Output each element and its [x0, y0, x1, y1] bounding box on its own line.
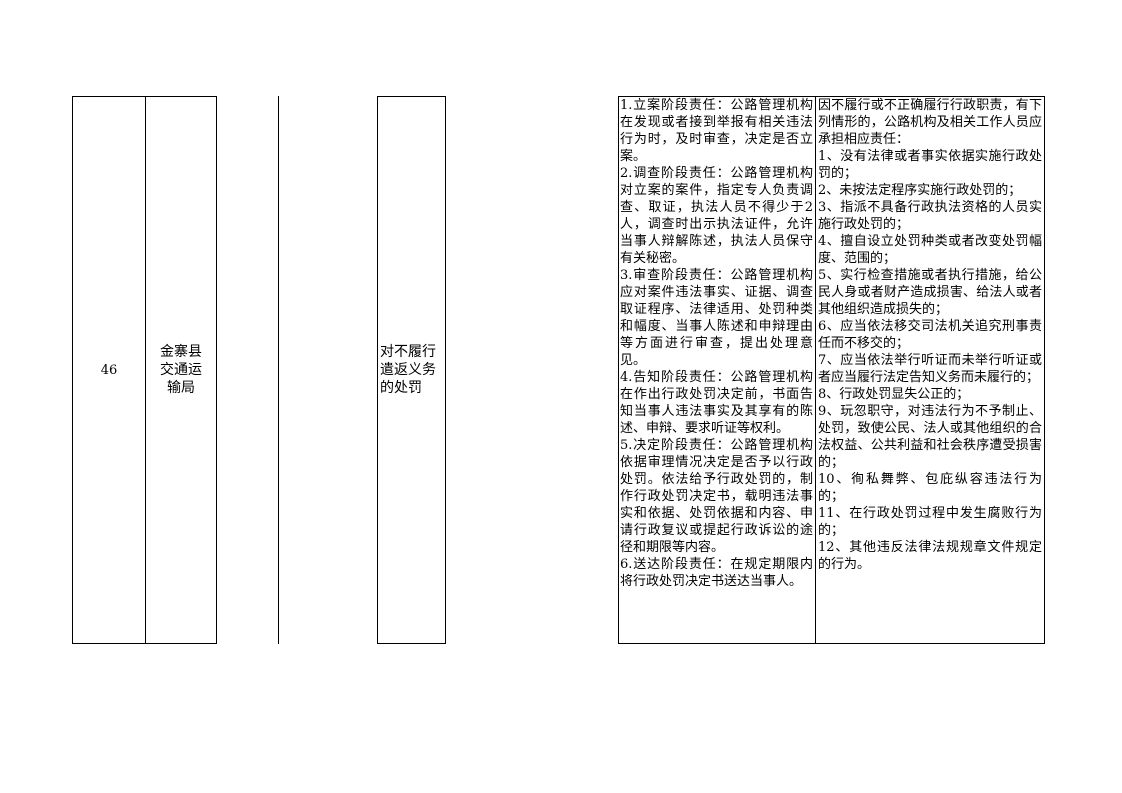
border-right-right [1044, 96, 1045, 644]
accountability-item-8: 8、行政处罚显失公正的； [818, 387, 970, 402]
responsibility-cell: 1.立案阶段责任：公路管理机构在发现或者接到举报有相关违法行为时，及时审查，决定… [620, 97, 813, 643]
responsibility-2: 2.调查阶段责任：公路管理机构对立案的案件，指定专人负责调查、取证，执法人员不得… [620, 166, 813, 266]
responsibility-1: 1.立案阶段责任：公路管理机构在发现或者接到举报有相关违法行为时，及时审查，决定… [620, 98, 813, 164]
border-right-left [618, 96, 619, 644]
accountability-cell: 因不履行或不正确履行行政职责，有下列情形的，公路机构及相关工作人员应承担相应责任… [818, 97, 1042, 643]
border-item-bottom [377, 643, 446, 644]
border-col1 [145, 96, 146, 644]
border-top [72, 96, 145, 97]
responsibility-5: 5.决定阶段责任：公路管理机构依据审理情况决定是否予以行政处罚。依法给予行政处罚… [620, 438, 813, 555]
border-col2 [216, 96, 217, 644]
border-item-right [445, 96, 446, 644]
border-col3 [278, 96, 279, 644]
accountability-item-5: 5、实行检查措施或者执行措施，给公民人身或者财产造成损害、给法人或者其他组织造成… [818, 268, 1042, 317]
accountability-item-1: 1、没有法律或者事实依据实施行政处罚的； [818, 149, 1042, 181]
border-left [72, 96, 73, 644]
accountability-item-11: 11、在行政处罚过程中发生腐败行为的； [818, 506, 1042, 538]
border-item-left [377, 96, 378, 644]
border-top-dept [145, 96, 217, 97]
accountability-item-10: 10、徇私舞弊、包庇纵容违法行为的； [818, 472, 1042, 504]
border-right-top [618, 96, 1045, 97]
accountability-intro: 因不履行或不正确履行行政职责，有下列情形的，公路机构及相关工作人员应承担相应责任… [818, 98, 1042, 147]
border-bottom [72, 643, 217, 644]
accountability-item-4: 4、擅自设立处罚种类或者改变处罚幅度、范围的； [818, 234, 1042, 266]
item-name: 对不履行遣返义务的处罚 [380, 344, 436, 396]
department-name: 金寨县交通运输局 [160, 344, 202, 396]
border-right-bottom [618, 643, 1045, 644]
border-right-mid [815, 96, 816, 644]
accountability-item-2: 2、未按法定程序实施行政处罚的； [818, 183, 1022, 198]
accountability-item-12: 12、其他违反法律法规规章文件规定的行为。 [818, 540, 1042, 572]
accountability-item-9: 9、玩忽职守，对违法行为不予制止、处罚，致使公民、法人或其他组织的合法权益、公共… [818, 404, 1042, 470]
responsibility-3: 3.审查阶段责任：公路管理机构应对案件违法事实、证据、调查取证程序、法律适用、处… [620, 268, 813, 368]
accountability-item-6: 6、应当依法移交司法机关追究刑事责任而不移交的； [818, 319, 1042, 351]
accountability-item-3: 3、指派不具备行政执法资格的人员实施行政处罚的； [818, 200, 1042, 232]
accountability-item-7: 7、应当依法举行听证而未举行听证或者应当履行法定告知义务而未履行的； [818, 353, 1042, 385]
row-number: 46 [100, 362, 118, 378]
border-item-top [377, 96, 446, 97]
responsibility-4: 4.告知阶段责任：公路管理机构在作出行政处罚决定前，书面告知当事人违法事实及其享… [620, 370, 813, 436]
responsibility-6: 6.送达阶段责任：在规定期限内将行政处罚决定书送达当事人。 [620, 557, 813, 589]
